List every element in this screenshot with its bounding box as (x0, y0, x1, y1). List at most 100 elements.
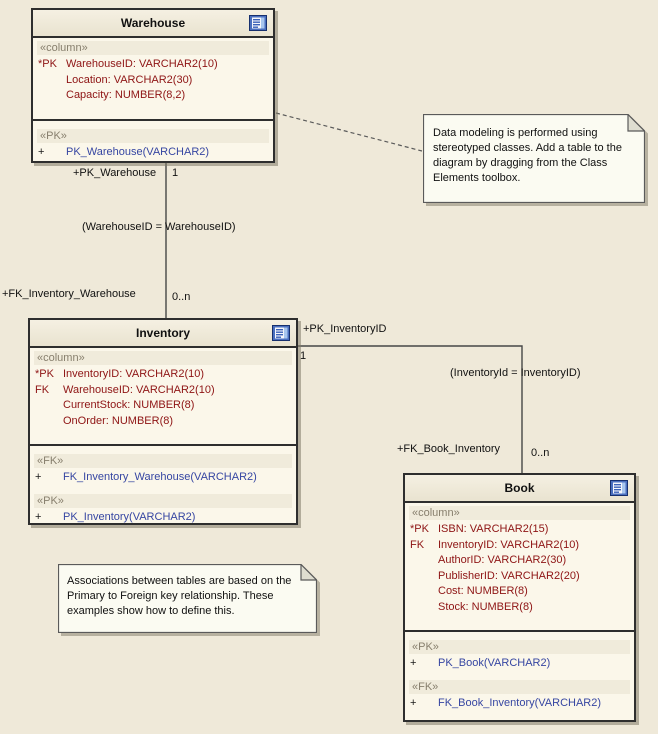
column-row[interactable]: CurrentStock: NUMBER(8) (30, 398, 296, 414)
stereotype-label: «column» (37, 41, 269, 55)
table-inventory-header: Inventory (30, 320, 296, 348)
operation-prefix: + (35, 510, 42, 523)
table-book-title: Book (504, 481, 535, 495)
operation-text: PK_Book(VARCHAR2) (438, 657, 551, 669)
table-icon (610, 480, 628, 496)
table-warehouse-header: Warehouse (33, 10, 273, 38)
column-prefix (410, 584, 438, 600)
operation-prefix: + (410, 696, 417, 709)
table-warehouse-title: Warehouse (120, 16, 186, 30)
operation-section: «PK» + PK_Warehouse(VARCHAR2) (33, 121, 273, 161)
operation-row[interactable]: + FK_Inventory_Warehouse(VARCHAR2) (30, 470, 296, 486)
operation-text: PK_Inventory(VARCHAR2) (63, 510, 196, 523)
table-icon (249, 15, 267, 31)
column-row[interactable]: FK InventoryID: VARCHAR2(10) (405, 538, 634, 554)
column-row[interactable]: FK WarehouseID: VARCHAR2(10) (30, 383, 296, 399)
column-row[interactable]: Location: VARCHAR2(30) (33, 73, 273, 89)
note-text: Associations between tables are based on… (67, 575, 292, 617)
column-text: Cost: NUMBER(8) (438, 585, 528, 597)
column-prefix (35, 398, 63, 414)
column-text: CurrentStock: NUMBER(8) (63, 399, 195, 411)
multiplicity-label: 0..n (531, 447, 550, 459)
table-book[interactable]: Book «column» *PK ISBN: VARCHAR2(15) (403, 473, 636, 722)
operation-section: «PK» + PK_Inventory(VARCHAR2) (30, 486, 296, 526)
column-prefix: FK (410, 538, 425, 551)
column-text: InventoryID: VARCHAR2(10) (63, 368, 205, 380)
note-text: Data modeling is performed using stereot… (433, 127, 622, 184)
table-inventory[interactable]: Inventory «column» *PK InventoryID: VARC… (28, 318, 298, 525)
notelink-warehouse-note[interactable] (275, 112, 423, 152)
operation-text: FK_Book_Inventory(VARCHAR2) (438, 696, 602, 709)
column-text: InventoryID: VARCHAR2(10) (438, 538, 580, 551)
operation-text: PK_Warehouse(VARCHAR2) (66, 146, 210, 158)
operation-row[interactable]: + PK_Inventory(VARCHAR2) (30, 510, 296, 526)
inventory-columns-compartment: «column» *PK InventoryID: VARCHAR2(10) F… (30, 348, 296, 444)
role-label-fk-inventory-warehouse: +FK_Inventory_Warehouse (2, 288, 136, 300)
column-prefix: *PK (410, 523, 429, 535)
stereotype-label: «PK» (37, 129, 269, 143)
operation-row[interactable]: + FK_Book_Inventory(VARCHAR2) (405, 696, 634, 712)
column-prefix: *PK (35, 368, 54, 380)
inventory-operations-compartment: «FK» + FK_Inventory_Warehouse(VARCHAR2) … (30, 444, 296, 525)
column-row[interactable]: *PK ISBN: VARCHAR2(15) (405, 522, 634, 538)
table-icon (272, 325, 290, 341)
column-row[interactable]: Capacity: NUMBER(8,2) (33, 88, 273, 104)
operation-text: FK_Inventory_Warehouse(VARCHAR2) (63, 471, 257, 483)
column-prefix: *PK (38, 58, 57, 70)
column-prefix (35, 414, 63, 430)
stereotype-label: «column» (409, 506, 630, 520)
column-text: WarehouseID: VARCHAR2(10) (63, 383, 215, 396)
role-label-pk-inventoryid: +PK_InventoryID (303, 323, 387, 335)
column-row[interactable]: *PK WarehouseID: VARCHAR2(10) (33, 57, 273, 73)
stereotype-label: «FK» (409, 679, 630, 694)
multiplicity-label: 1 (172, 167, 179, 179)
book-columns-compartment: «column» *PK ISBN: VARCHAR2(15) FK Inven… (405, 503, 634, 630)
column-prefix (410, 569, 438, 585)
column-text: Location: VARCHAR2(30) (66, 73, 193, 86)
column-text: WarehouseID: VARCHAR2(10) (66, 58, 218, 70)
note-shape (423, 114, 645, 203)
column-prefix (38, 73, 66, 89)
book-operations-compartment: «PK» + PK_Book(VARCHAR2) «FK» + FK_Book_… (405, 630, 634, 720)
column-text: OnOrder: NUMBER(8) (63, 414, 174, 427)
operation-prefix: + (35, 471, 42, 483)
table-inventory-title: Inventory (135, 326, 190, 340)
operation-prefix: + (410, 657, 417, 669)
column-text: Capacity: NUMBER(8,2) (66, 89, 186, 101)
column-text: PublisherID: VARCHAR2(20) (438, 569, 580, 582)
column-row[interactable]: Stock: NUMBER(8) (405, 600, 634, 616)
column-prefix (410, 553, 438, 569)
stereotype-label: «FK» (34, 454, 292, 468)
multiplicity-label: 0..n (172, 291, 191, 303)
column-text: Stock: NUMBER(8) (438, 600, 533, 613)
operation-row[interactable]: + PK_Warehouse(VARCHAR2) (33, 145, 273, 161)
column-prefix (38, 88, 66, 104)
note-shape (58, 564, 317, 633)
column-row[interactable]: AuthorID: VARCHAR2(30) (405, 553, 634, 569)
stereotype-label: «column» (34, 351, 292, 365)
warehouse-columns-compartment: «column» *PK WarehouseID: VARCHAR2(10) L… (33, 38, 273, 119)
stereotype-label: «PK» (409, 640, 630, 654)
constraint-label-inventoryid: (InventoryId = InventoryID) (450, 367, 581, 379)
operation-section: «FK» + FK_Book_Inventory(VARCHAR2) (405, 672, 634, 712)
operation-section: «FK» + FK_Inventory_Warehouse(VARCHAR2) (30, 446, 296, 486)
operation-row[interactable]: + PK_Book(VARCHAR2) (405, 656, 634, 672)
column-prefix: FK (35, 383, 50, 396)
table-warehouse[interactable]: Warehouse «column» *PK WarehouseID: VARC… (31, 8, 275, 163)
role-label-fk-book-inventory: +FK_Book_Inventory (397, 443, 501, 455)
column-row[interactable]: OnOrder: NUMBER(8) (30, 414, 296, 430)
column-row[interactable]: *PK InventoryID: VARCHAR2(10) (30, 367, 296, 383)
multiplicity-label: 1 (300, 350, 307, 362)
role-label-pk-warehouse: +PK_Warehouse (73, 167, 157, 179)
column-text: AuthorID: VARCHAR2(30) (438, 554, 567, 566)
note-associations[interactable]: Associations between tables are based on… (58, 564, 317, 633)
column-row[interactable]: PublisherID: VARCHAR2(20) (405, 569, 634, 585)
column-row[interactable]: Cost: NUMBER(8) (405, 584, 634, 600)
operation-prefix: + (38, 146, 45, 158)
note-data-modeling[interactable]: Data modeling is performed using stereot… (423, 114, 645, 203)
operation-section: «PK» + PK_Book(VARCHAR2) (405, 632, 634, 672)
column-prefix (410, 600, 438, 616)
stereotype-label: «PK» (34, 493, 292, 508)
warehouse-operations-compartment: «PK» + PK_Warehouse(VARCHAR2) (33, 119, 273, 161)
